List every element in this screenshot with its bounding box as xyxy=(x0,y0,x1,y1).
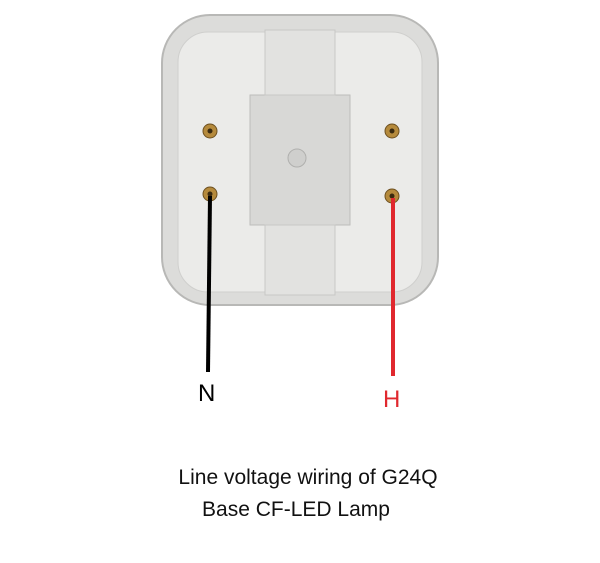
caption-line-1: Line voltage wiring of G24Q xyxy=(178,466,438,489)
caption-line-2: Base CF-LED Lamp xyxy=(202,498,390,521)
top-slot xyxy=(264,29,336,96)
bottom-slot xyxy=(264,224,336,296)
neutral-label: N xyxy=(198,380,216,407)
center-hole xyxy=(287,148,307,168)
neutral-wire xyxy=(206,195,212,373)
hot-label: H xyxy=(383,386,401,413)
